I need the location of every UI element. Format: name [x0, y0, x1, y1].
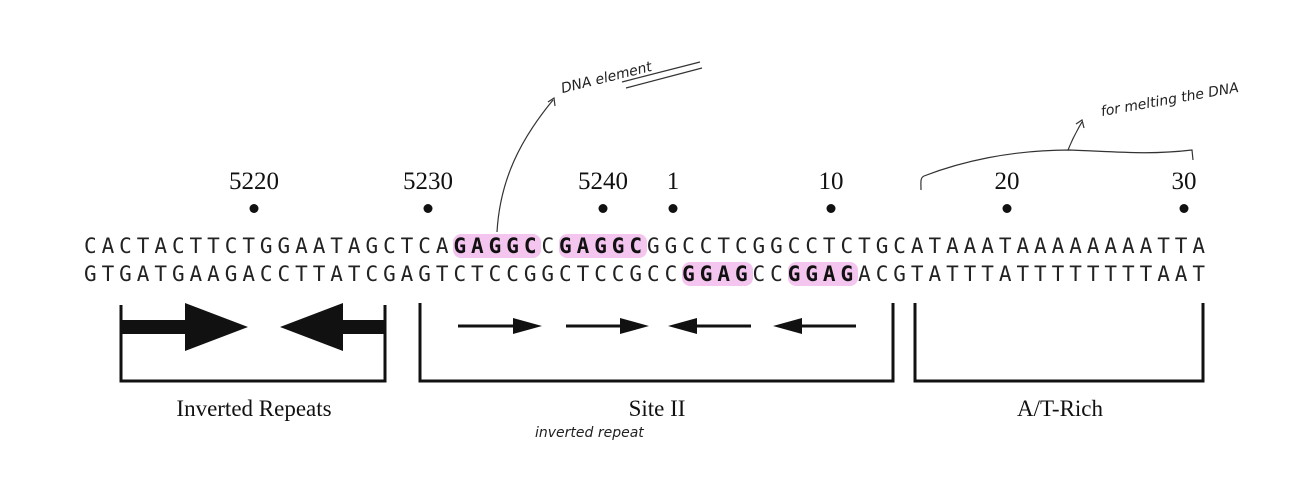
- position-dot: [598, 204, 608, 213]
- seq-segment-highlighted: GGAG: [682, 262, 753, 286]
- handwritten-annotations: [496, 61, 1194, 233]
- top-strand: CACTACTTCTGGAATAGCTCAGAGGCCGAGGCGGCCTCGG…: [84, 234, 1210, 258]
- position-label: 30: [1171, 168, 1197, 195]
- region-label-site-ii: Site II: [628, 396, 686, 421]
- position-dot: [1002, 204, 1012, 213]
- site-ii-arrows: [458, 318, 856, 334]
- position-label: 20: [994, 168, 1020, 195]
- seq-segment: GGCCTCGGCCTCTGCATAAATAAAAAAAATTA: [647, 234, 1210, 258]
- position-label: 5240: [578, 168, 628, 195]
- bottom-strand: GTGATGAAGACCTTATCGAGTCTCCGGCTCCGCCGGAGCC…: [84, 262, 1210, 286]
- at-rich-bracket: [913, 303, 1205, 383]
- region-label-at-rich: A/T-Rich: [1016, 396, 1104, 421]
- inverted-repeat-arrows: [121, 303, 385, 351]
- position-dot: [826, 204, 836, 213]
- seq-segment: CACTACTTCTGGAATAGCTCA: [84, 234, 454, 258]
- seq-segment-highlighted: GGAG: [787, 262, 859, 286]
- seq-segment: C: [541, 234, 560, 258]
- position-dot: [423, 204, 433, 213]
- position-label: 10: [818, 168, 844, 195]
- position-dot: [249, 204, 259, 213]
- position-label: 1: [666, 168, 680, 195]
- position-dot: [1179, 204, 1189, 213]
- site-ii-bracket: [418, 303, 895, 383]
- inverted-repeats-bracket: [119, 305, 387, 383]
- position-label: 5220: [229, 168, 279, 195]
- position-dot: [668, 204, 678, 213]
- seq-segment: CC: [752, 262, 788, 286]
- seq-segment: ACGTATTTATTTTTTTTAAT: [858, 262, 1210, 286]
- seq-segment-highlighted: GAGGC: [453, 234, 542, 258]
- seq-segment-highlighted: GAGGC: [559, 234, 647, 258]
- seq-segment: GTGATGAAGACCTTATCGAGTCTCCGGCTCCGCC: [84, 262, 683, 286]
- position-label: 5230: [403, 168, 453, 195]
- annotation-inverted-repeat: inverted repeat: [535, 425, 644, 441]
- region-label-inverted-repeats: Inverted Repeats: [176, 396, 332, 421]
